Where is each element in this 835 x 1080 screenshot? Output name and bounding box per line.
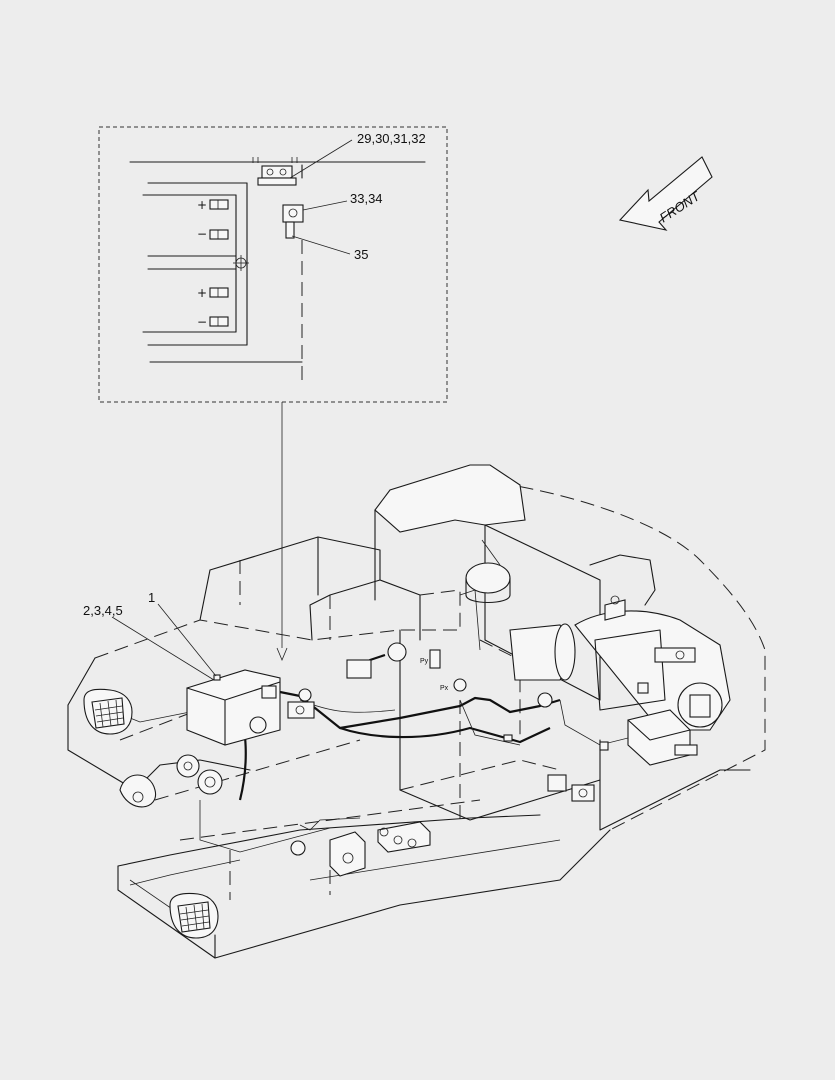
work-lamp-front <box>169 892 219 939</box>
battery-terminal-group: + − + − <box>197 198 229 329</box>
main-callouts: 1 2,3,4,5 <box>83 590 217 681</box>
control-units <box>547 709 698 802</box>
hydraulic-pump <box>509 595 731 731</box>
minus-terminal-1: − <box>197 227 207 241</box>
minus-terminal-2: − <box>197 315 207 329</box>
relay-block <box>287 688 315 719</box>
callout-33-34: 33,34 <box>350 191 383 206</box>
horn-assembly <box>119 754 223 808</box>
upper-frame <box>67 464 766 959</box>
plus-terminal-2: + <box>197 286 207 300</box>
plus-terminal-1: + <box>197 198 207 212</box>
callout-35: 35 <box>354 247 368 262</box>
lower-components <box>290 821 431 877</box>
work-lamp-rear <box>83 688 133 735</box>
callout-1: 1 <box>148 590 155 605</box>
callout-29-32: 29,30,31,32 <box>357 131 426 146</box>
callout-2-5: 2,3,4,5 <box>83 603 123 618</box>
sensor-py-label: Py <box>420 658 429 665</box>
sensor-px-label: Px <box>440 685 449 692</box>
accumulator <box>465 539 511 604</box>
battery-box <box>186 669 281 746</box>
switch-assembly <box>252 157 304 239</box>
front-direction-arrow: FRONT <box>618 156 713 231</box>
centre-components: Py Px <box>346 589 553 742</box>
detail-inset: + − + − <box>98 126 448 403</box>
wiring-harness <box>129 653 691 886</box>
